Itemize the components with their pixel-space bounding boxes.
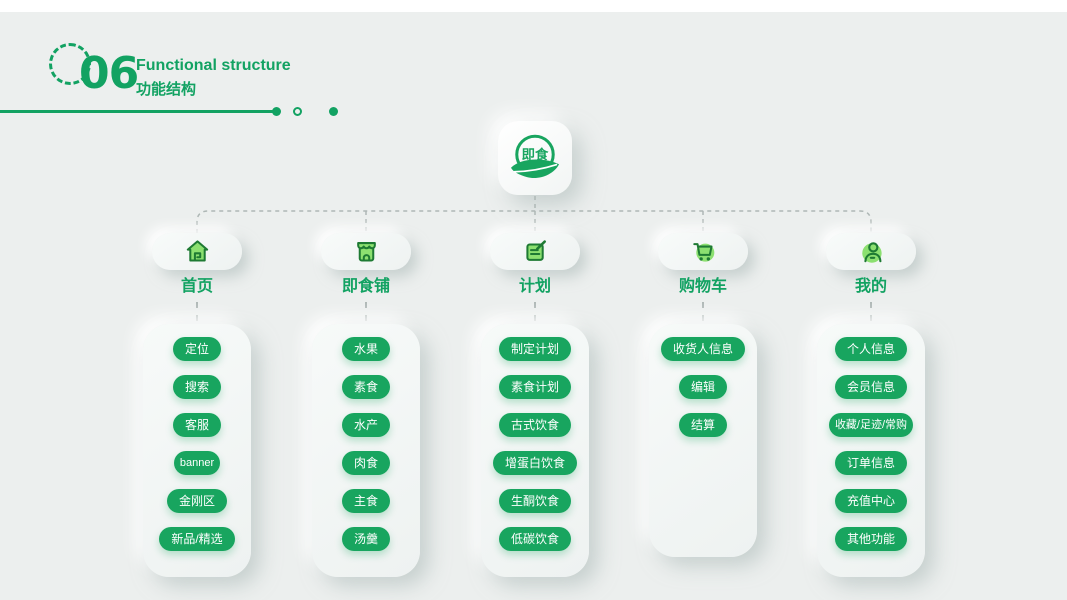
header-dot-outline bbox=[293, 107, 302, 116]
feature-pill[interactable]: 制定计划 bbox=[498, 337, 571, 361]
feature-pill[interactable]: 充值中心 bbox=[834, 489, 907, 513]
section-title-en: Functional structure bbox=[136, 57, 291, 74]
branch-icon-button[interactable] bbox=[826, 233, 916, 270]
header-dot-filled-1 bbox=[272, 107, 281, 116]
branch-card: 个人信息会员信息收藏/足迹/常购订单信息充值中心其他功能 bbox=[817, 324, 925, 577]
branch-label: 首页 bbox=[180, 278, 213, 295]
branch-icon-button[interactable] bbox=[490, 233, 580, 270]
branch-connector-dash bbox=[196, 302, 198, 321]
feature-pill[interactable]: 增蛋白饮食 bbox=[492, 451, 577, 475]
feature-pill[interactable]: 其他功能 bbox=[834, 527, 907, 551]
section-title-zh: 功能结构 bbox=[136, 81, 197, 98]
home-icon bbox=[184, 238, 211, 265]
branch-card: 收货人信息编辑结算 bbox=[649, 324, 757, 557]
feature-pill[interactable]: 订单信息 bbox=[834, 451, 907, 475]
branch-1: 首页定位搜索客服 banner 金刚区新品/精选 bbox=[137, 233, 257, 577]
feature-pill[interactable]: 生酮饮食 bbox=[498, 489, 571, 513]
branch-icon-button[interactable] bbox=[152, 233, 242, 270]
feature-pill[interactable]: 水果 bbox=[341, 337, 390, 361]
logo-text: 即食 bbox=[522, 146, 549, 162]
branch-icon-button[interactable] bbox=[658, 233, 748, 270]
dashed-circle-decoration bbox=[49, 43, 91, 85]
branch-3: 计划制定计划素食计划古式饮食增蛋白饮食生酮饮食低碳饮食 bbox=[475, 233, 595, 577]
branch-5: 我的个人信息会员信息收藏/足迹/常购订单信息充值中心其他功能 bbox=[811, 233, 931, 577]
feature-pill[interactable]: 水产 bbox=[341, 413, 390, 437]
feature-pill[interactable]: 汤羹 bbox=[341, 527, 390, 551]
feature-pill[interactable]: 新品/精选 bbox=[159, 527, 235, 551]
branch-label: 我的 bbox=[854, 278, 887, 295]
feature-pill[interactable]: 古式饮食 bbox=[498, 413, 571, 437]
section-number: 06 bbox=[79, 48, 139, 99]
feature-pill[interactable]: 收藏/足迹/常购 bbox=[828, 413, 914, 437]
feature-pill[interactable]: 肉食 bbox=[341, 451, 390, 475]
feature-pill[interactable]: 低碳饮食 bbox=[498, 527, 571, 551]
header-rule-line bbox=[0, 110, 273, 113]
branch-label: 购物车 bbox=[678, 278, 727, 295]
feature-pill[interactable]: 定位 bbox=[172, 337, 221, 361]
branch-card: 水果素食水产肉食主食汤羹 bbox=[312, 324, 420, 577]
feature-pill[interactable]: 个人信息 bbox=[834, 337, 907, 361]
plan-note-icon bbox=[522, 238, 549, 265]
feature-pill[interactable]: 金刚区 bbox=[166, 489, 227, 513]
storefront-icon bbox=[353, 238, 380, 265]
feature-pill[interactable]: 素食 bbox=[341, 375, 390, 399]
branch-label: 即食铺 bbox=[341, 278, 390, 295]
branch-icon-button[interactable] bbox=[321, 233, 411, 270]
cart-icon bbox=[690, 238, 717, 265]
feature-pill[interactable]: 搜索 bbox=[172, 375, 221, 399]
branch-4: 购物车收货人信息编辑结算 bbox=[643, 233, 763, 557]
header-dot-filled-2 bbox=[329, 107, 338, 116]
top-white-strip bbox=[0, 0, 1067, 12]
branch-card: 定位搜索客服 banner 金刚区新品/精选 bbox=[143, 324, 251, 577]
feature-pill[interactable]: 结算 bbox=[678, 413, 727, 437]
feature-pill[interactable]: 收货人信息 bbox=[660, 337, 745, 361]
branch-card: 制定计划素食计划古式饮食增蛋白饮食生酮饮食低碳饮食 bbox=[481, 324, 589, 577]
feature-pill[interactable]: banner bbox=[173, 451, 221, 475]
branch-connector-dash bbox=[870, 302, 872, 321]
feature-pill[interactable]: 素食计划 bbox=[498, 375, 571, 399]
branch-label: 计划 bbox=[518, 278, 551, 295]
branch-connector-dash bbox=[702, 302, 704, 321]
feature-pill[interactable]: 编辑 bbox=[678, 375, 727, 399]
feature-pill[interactable]: 客服 bbox=[172, 413, 221, 437]
branch-2: 即食铺水果素食水产肉食主食汤羹 bbox=[306, 233, 426, 577]
branch-connector-dash bbox=[534, 302, 536, 321]
user-icon bbox=[858, 238, 885, 265]
feature-pill[interactable]: 会员信息 bbox=[834, 375, 907, 399]
feature-pill[interactable]: 主食 bbox=[341, 489, 390, 513]
leaf-logo-icon: 即食 bbox=[511, 134, 559, 178]
app-logo[interactable]: 即食 bbox=[498, 121, 572, 195]
branch-connector-dash bbox=[365, 302, 367, 321]
